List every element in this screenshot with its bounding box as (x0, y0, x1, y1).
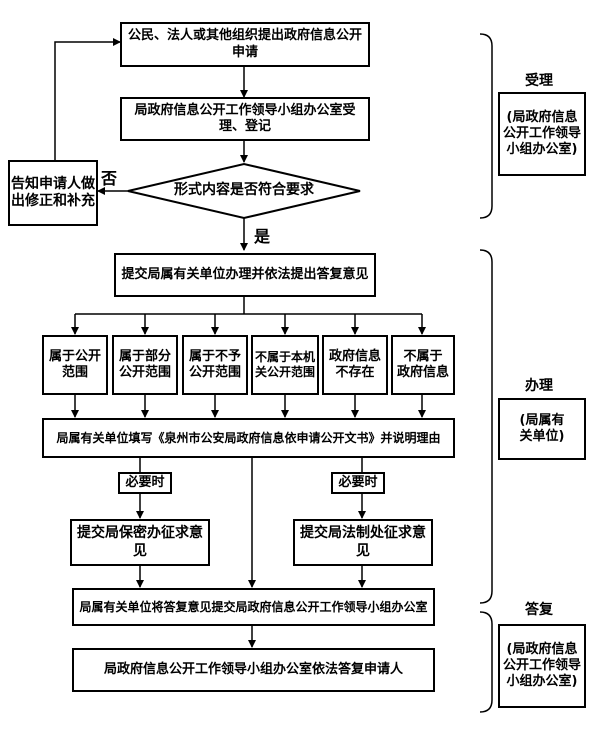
step-apply: 公民、法人或其他组织提出政府信息公开申请 (120, 22, 370, 67)
label-necessary-right: 必要时 (331, 472, 385, 494)
step-legal: 提交局法制处征求意见 (293, 519, 433, 566)
category-public: 属于公开 范围 (42, 335, 108, 395)
category-not-this-agency: 不属于本机 关公开范围 (251, 335, 319, 395)
category-not-gov-info: 不属于 政府信息 (391, 335, 455, 395)
step-check: 形式内容是否符合要求 (174, 182, 314, 198)
phase-accept-desc: (局政府信息 公开工作领导 小组办公室) (498, 92, 586, 176)
phase-reply-desc: (局政府信息 公开工作领导 小组办公室) (498, 624, 586, 708)
step-notify: 告知申请人做 出修正和补充 (8, 160, 98, 226)
category-not-public: 属于不予 公开范围 (182, 335, 248, 395)
phase-accept-title: 受理 (525, 73, 553, 89)
category-not-exist: 政府信息 不存在 (322, 335, 388, 395)
step-fill-form: 局属有关单位填写《泉州市公安局政府信息依申请公开文书》并说明理由 (42, 418, 455, 458)
phase-handle-desc: (局属有 关单位) (498, 398, 586, 460)
step-report: 局属有关单位将答复意见提交局政府信息公开工作领导小组办公室 (72, 588, 435, 626)
decision-diamond (127, 162, 361, 220)
step-submit: 提交局属有关单位办理并依法提出答复意见 (114, 253, 376, 297)
phase-reply-title: 答复 (525, 602, 553, 618)
step-reply: 局政府信息公开工作领导小组办公室依法答复申请人 (72, 648, 435, 692)
label-no: 否 (101, 169, 118, 188)
step-register: 局政府信息公开工作领导小组办公室受理、登记 (120, 97, 370, 141)
category-partial-public: 属于部分 公开范围 (112, 335, 178, 395)
label-necessary-left: 必要时 (118, 472, 172, 494)
label-yes: 是 (254, 227, 271, 246)
phase-handle-title: 办理 (525, 378, 553, 394)
step-secrecy: 提交局保密办征求意见 (70, 519, 210, 566)
